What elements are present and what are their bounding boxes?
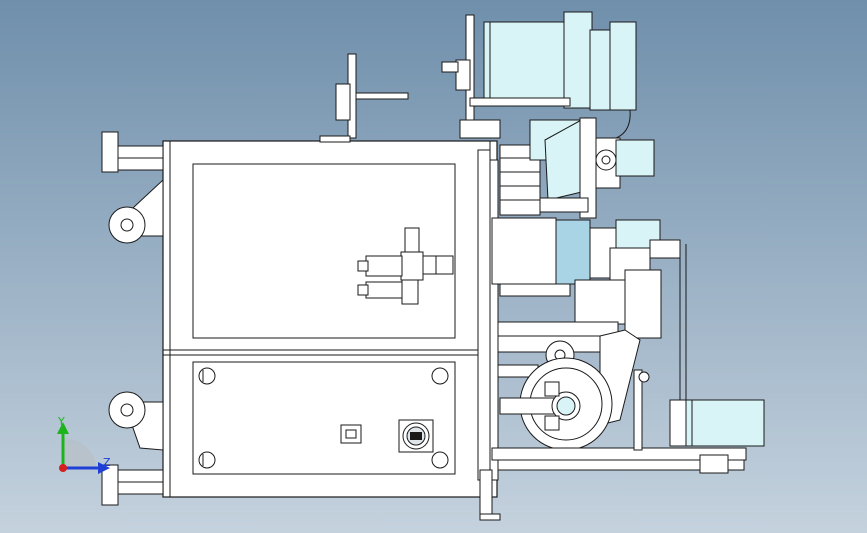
feed-mechanism[interactable]	[499, 117, 655, 219]
panel-screw-icon	[431, 367, 449, 385]
coordinate-triad: Y Z	[57, 415, 111, 474]
y-axis-arrowhead	[57, 422, 69, 434]
y-axis-label: Y	[57, 415, 65, 428]
pneumatic-valve-assembly[interactable]	[357, 227, 454, 305]
panel-screw-icon	[198, 451, 216, 469]
discharge-conveyor[interactable]	[479, 369, 747, 521]
panel-screw-icon	[431, 451, 449, 469]
caster-bottom-front	[108, 391, 164, 451]
sealing-head-block[interactable]	[491, 217, 687, 430]
x-axis-origin	[59, 464, 67, 472]
cam-drive-assembly[interactable]	[497, 321, 641, 451]
caster-bottom-rear	[101, 464, 164, 506]
selected-sealing-block	[555, 219, 591, 285]
top-unwind-spindle[interactable]	[319, 53, 409, 143]
power-switch[interactable]	[340, 424, 362, 444]
rotary-knob[interactable]	[398, 419, 434, 453]
drive-motor-lower[interactable]	[669, 399, 765, 447]
panel-screw-icon	[198, 367, 216, 385]
motor-assembly-top[interactable]	[441, 11, 637, 141]
caster-top-front	[108, 178, 164, 244]
z-axis-label: Z	[103, 456, 111, 469]
caster-top-rear	[101, 131, 164, 173]
z-axis-arrowhead	[98, 462, 110, 474]
lower-control-panel[interactable]	[192, 361, 456, 475]
